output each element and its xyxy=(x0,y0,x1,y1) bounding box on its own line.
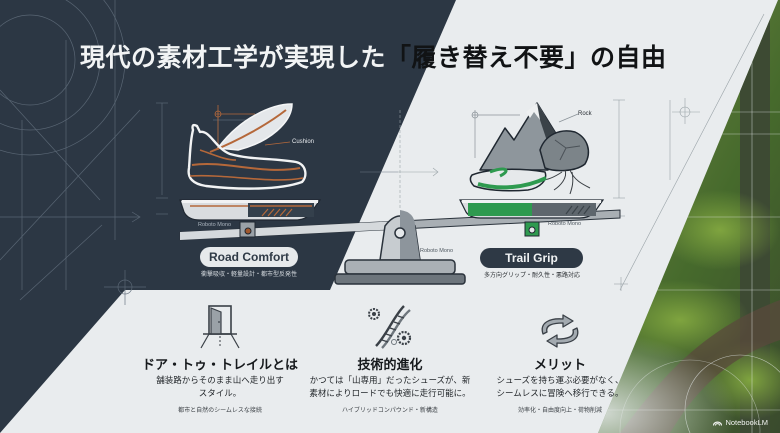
road-mono-label: Roboto Mono xyxy=(198,222,232,228)
road-comfort-pill: Road Comfort xyxy=(200,247,298,267)
brand-label: NotebookLM xyxy=(725,418,768,427)
cycle-arrows-icon xyxy=(470,300,650,350)
card-title: ドア・トゥ・トレイルとは xyxy=(141,358,298,373)
card-note: 効率化・自由度向上・荷物削減 xyxy=(517,407,602,414)
trail-features: 多方向グリップ・耐久性・悪路対応 xyxy=(483,272,580,279)
card-tech-evolution: 技術的進化 かつては「山専用」だったシューズが、新素材によりロードでも快適に走行… xyxy=(300,300,480,414)
center-mono-label: Roboto Mono xyxy=(420,248,454,254)
road-features: 衝撃吸収・軽量設計・都市型反発性 xyxy=(200,271,297,278)
trail-mono-label: Roboto Mono xyxy=(548,221,582,227)
card-merit: メリット シューズを持ち運ぶ必要がなく、シームレスに冒険へ移行できる。 効率化・… xyxy=(470,300,650,414)
card-note: ハイブリッドコンパウンド・新構造 xyxy=(342,407,438,414)
card-door-to-trail: ドア・トゥ・トレイルとは 舗装路からそのまま山へ走り出すスタイル。 都市と自然の… xyxy=(130,300,310,414)
road-shoe-feather-illustration xyxy=(187,103,307,190)
card-body-line-1: かつては「山専用」だったシューズが、新 xyxy=(309,376,471,386)
card-note: 都市と自然のシームレスな接続 xyxy=(178,407,262,414)
card-title: メリット xyxy=(533,358,586,373)
trail-shoe-mountain-illustration xyxy=(469,102,591,195)
rock-callout: Rock xyxy=(578,111,592,117)
card-title: 技術的進化 xyxy=(357,358,423,373)
card-body-line-2: スタイル。 xyxy=(198,389,242,399)
card-body-line-2: シームレスに冒険へ移行できる。 xyxy=(496,389,624,399)
cushion-callout: Cushion xyxy=(292,139,315,145)
card-body-line-2: 素材によりロードでも快適に走行可能に。 xyxy=(309,389,471,399)
trail-grip-pill: Trail Grip xyxy=(480,248,583,268)
card-body-line-1: 舗装路からそのまま山へ走り出す xyxy=(156,376,284,386)
card-body-line-1: シューズを持ち運ぶ必要がなく、 xyxy=(496,376,624,386)
notebooklm-logo-icon xyxy=(713,421,723,426)
dna-gears-icon xyxy=(300,300,480,350)
balance-scale xyxy=(179,199,621,285)
title-part-2: 「履き替え不要」の自由 xyxy=(386,43,667,72)
page-title: 現代の素材工学が実現した「履き替え不要」の自由 xyxy=(0,38,780,74)
title-part-1: 現代の素材工学が実現した xyxy=(80,43,387,72)
notebooklm-watermark: NotebookLM xyxy=(713,418,768,427)
door-icon xyxy=(130,300,310,350)
